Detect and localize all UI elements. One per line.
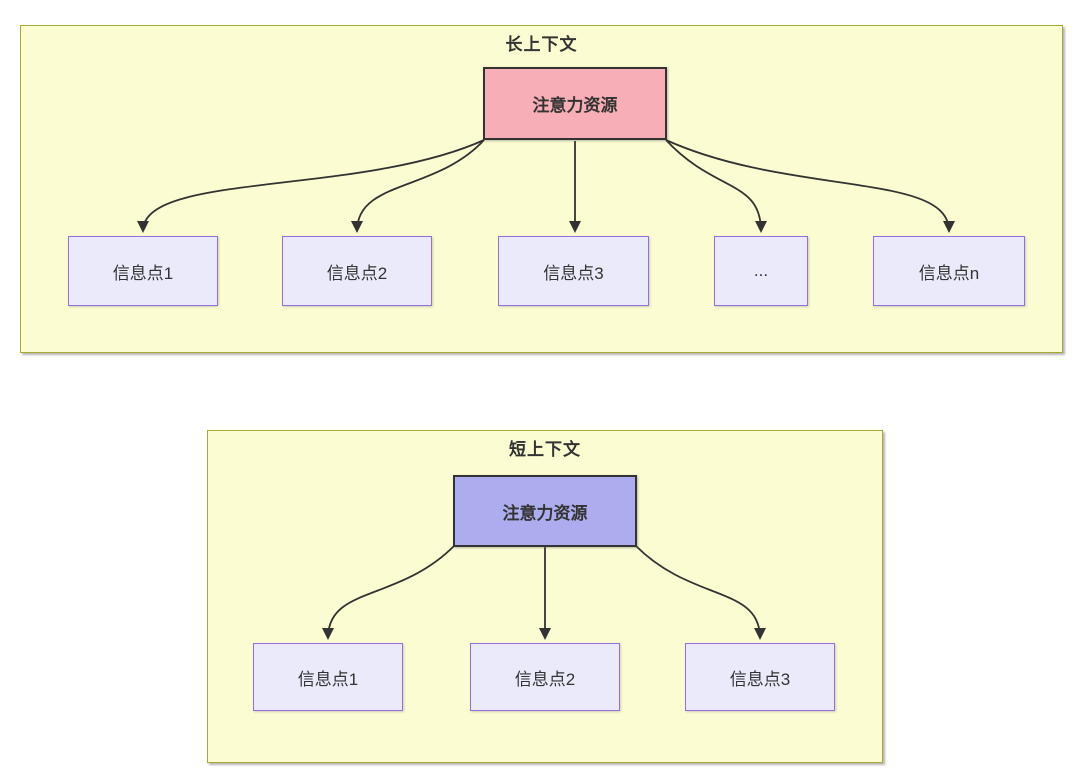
info-node-2-short: 信息点2 bbox=[470, 643, 620, 711]
info-node-3-short: 信息点3 bbox=[685, 643, 835, 711]
info-node-1-short: 信息点1 bbox=[253, 643, 403, 711]
info-node-1-long: 信息点1 bbox=[68, 236, 218, 306]
long-context-panel-title: 长上下文 bbox=[505, 35, 578, 54]
info-node-2-long: 信息点2 bbox=[282, 236, 432, 306]
info-node-ellipsis-long: ... bbox=[714, 236, 808, 306]
short-context-panel-title: 短上下文 bbox=[509, 440, 581, 459]
attention-resource-node-short: 注意力资源 bbox=[453, 475, 637, 547]
info-node-n-long: 信息点n bbox=[873, 236, 1025, 306]
info-node-3-long: 信息点3 bbox=[498, 236, 649, 306]
attention-resource-node-long: 注意力资源 bbox=[483, 67, 667, 140]
